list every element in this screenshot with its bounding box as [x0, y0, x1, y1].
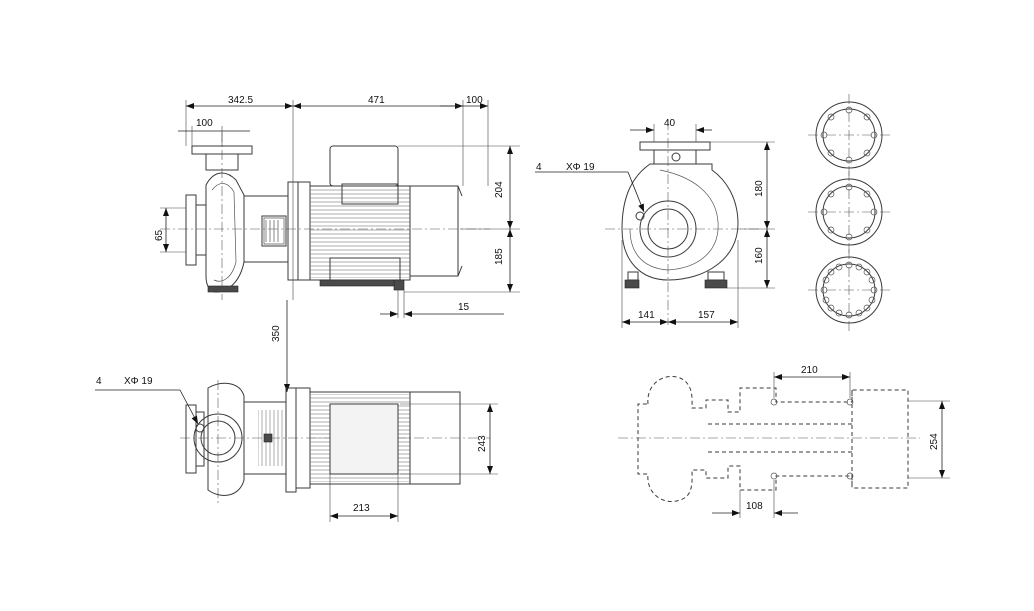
dim-243: 243 — [477, 435, 488, 452]
dim-185: 185 — [494, 248, 505, 265]
flange-8-hole — [808, 171, 890, 253]
foot-plan-dimensions: 210 254 108 — [712, 365, 950, 518]
flange-4-hole — [808, 94, 890, 176]
dim-180: 180 — [754, 180, 765, 197]
dim-157: 157 — [698, 310, 715, 321]
plan-hole-count: 4 — [96, 376, 102, 387]
dim-100-end: 100 — [466, 95, 483, 106]
plan-hole-spec: XΦ 19 — [124, 376, 153, 387]
dim-213: 213 — [353, 503, 370, 514]
elevation-dimensions: 342.5 471 100 100 204 185 15 65 350 — [154, 95, 520, 392]
dim-210: 210 — [801, 365, 818, 376]
side-view: 4 XΦ 19 — [535, 120, 760, 325]
dim-160: 160 — [754, 247, 765, 264]
dim-108: 108 — [746, 501, 763, 512]
elevation-view — [160, 132, 490, 300]
dim-471: 471 — [368, 95, 385, 106]
foot-plan-view — [618, 376, 920, 502]
side-hole-spec: XΦ 19 — [566, 162, 595, 173]
flange-16-hole — [808, 249, 890, 331]
dim-65: 65 — [154, 229, 165, 241]
dim-204: 204 — [494, 181, 505, 198]
dim-40: 40 — [664, 118, 676, 129]
dim-100-flange: 100 — [196, 118, 213, 129]
dim-342-5: 342.5 — [228, 95, 253, 106]
side-dimensions: 40 180 160 141 157 — [621, 118, 775, 328]
flange-options — [808, 94, 890, 331]
side-hole-count: 4 — [536, 162, 542, 173]
plan-view: 4 XΦ 19 — [95, 376, 490, 505]
dim-141: 141 — [638, 310, 655, 321]
dim-15: 15 — [458, 302, 470, 313]
dim-350: 350 — [271, 325, 282, 342]
dim-254: 254 — [929, 433, 940, 450]
plan-dimensions: 243 213 — [329, 403, 498, 522]
